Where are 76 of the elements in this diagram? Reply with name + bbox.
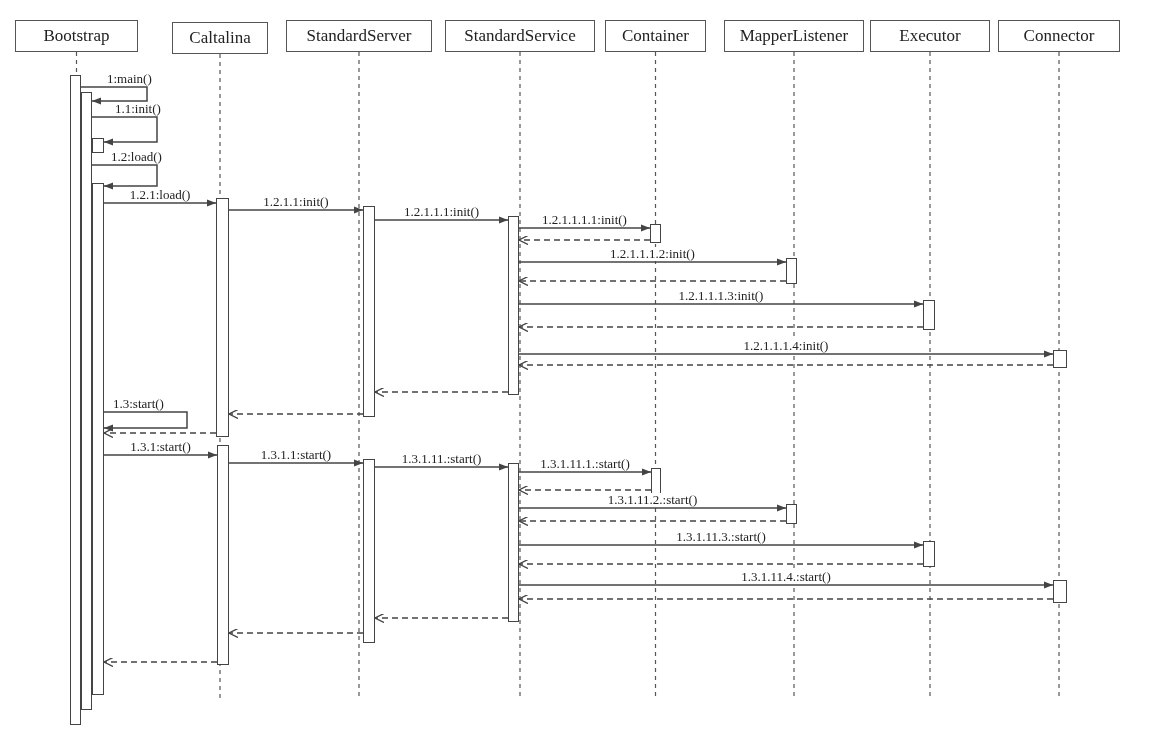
activation-bar: [81, 92, 92, 710]
activation-bar: [363, 459, 375, 643]
lifeline-header: Connector: [998, 20, 1120, 52]
edge-label: 1:main(): [106, 72, 153, 86]
lifeline-header: Executor: [870, 20, 990, 52]
edge-label: 1.2:load(): [110, 150, 163, 164]
edge-label: 1.2.1.1.1.4:init(): [742, 339, 830, 353]
message-arrow: [518, 224, 651, 232]
return-arrow: [374, 612, 509, 624]
return-arrow: [518, 275, 787, 287]
return-arrow: [518, 515, 787, 527]
message-arrow: [103, 451, 218, 459]
message-arrow: [103, 411, 188, 432]
edge-label: 1.3.1.1:start(): [259, 448, 333, 462]
activation-bar: [508, 463, 519, 622]
activation-bar: [92, 138, 104, 153]
lifeline-header: StandardService: [445, 20, 595, 52]
return-arrow: [518, 558, 924, 570]
message-arrow: [228, 459, 364, 467]
lifeline-header: StandardServer: [286, 20, 432, 52]
edge-label: 1.3.1.11.:start(): [400, 452, 483, 466]
activation-bar: [786, 504, 797, 524]
activation-bar: [217, 445, 229, 665]
return-arrow: [518, 321, 924, 333]
activation-bar: [70, 75, 81, 725]
message-arrow: [518, 258, 787, 266]
edge-label: 1.3.1.11.1.:start(): [539, 457, 631, 471]
message-arrow: [91, 164, 158, 190]
activation-bar: [786, 258, 797, 284]
lifeline-header: Bootstrap: [15, 20, 138, 52]
return-arrow: [228, 627, 364, 639]
edge-label: 1.2.1.1:init(): [262, 195, 330, 209]
message-arrow: [518, 300, 924, 308]
edge-label: 1.1:init(): [114, 102, 162, 116]
message-arrow: [374, 463, 509, 471]
edge-label: 1.3.1.11.4.:start(): [740, 570, 832, 584]
activation-bar: [651, 468, 661, 495]
return-arrow: [518, 234, 651, 246]
message-arrow: [80, 86, 148, 105]
activation-bar: [92, 183, 104, 695]
activation-bar: [508, 216, 519, 395]
return-arrow: [228, 408, 364, 420]
return-arrow: [103, 656, 218, 668]
message-arrow: [374, 216, 509, 224]
edge-label: 1.2.1:load(): [128, 188, 192, 202]
return-arrow: [518, 359, 1054, 371]
activation-bar: [650, 224, 661, 243]
edge-label: 1.2.1.1.1.2:init(): [609, 247, 696, 261]
edge-label: 1.3.1:start(): [129, 440, 192, 454]
activation-bar: [363, 206, 375, 417]
activation-bar: [923, 541, 935, 567]
message-arrow: [518, 504, 787, 512]
activation-bar: [1053, 350, 1067, 368]
edge-label: 1.3.1.11.3.:start(): [675, 530, 767, 544]
return-arrow: [374, 386, 509, 398]
message-arrow: [518, 541, 924, 549]
message-arrow: [103, 199, 217, 207]
lifeline-header: MapperListener: [724, 20, 864, 52]
edge-label: 1.2.1.1.1.3:init(): [677, 289, 765, 303]
activation-bar: [923, 300, 935, 330]
message-arrow: [518, 350, 1054, 358]
edge-label: 1.3:start(): [112, 397, 165, 411]
message-arrow: [228, 206, 364, 214]
activation-bar: [1053, 580, 1067, 603]
return-arrow: [518, 484, 652, 496]
return-arrow: [103, 427, 217, 439]
activation-bar: [216, 198, 229, 437]
message-arrow: [518, 468, 652, 476]
edge-label: 1.2.1.1.1:init(): [402, 205, 481, 219]
return-arrow: [518, 593, 1054, 605]
lifeline-header: Container: [605, 20, 706, 52]
edge-label: 1.2.1.1.1.1:init(): [541, 213, 628, 227]
message-arrow: [518, 581, 1054, 589]
edge-label: 1.3.1.11.2.:start(): [606, 493, 699, 507]
lifeline-header: Caltalina: [172, 22, 268, 54]
message-arrow: [91, 116, 158, 146]
